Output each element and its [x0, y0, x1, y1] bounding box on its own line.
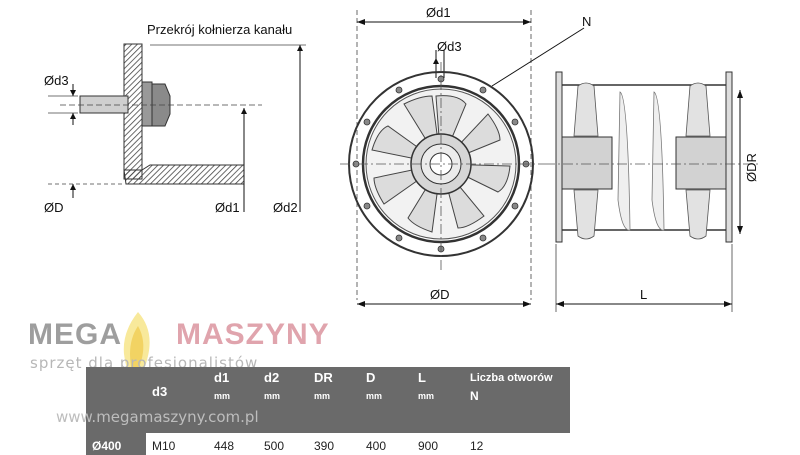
label-d1-left: Ød1 [215, 200, 240, 215]
watermark-url: www.megamaszyny.com.pl [56, 408, 259, 426]
spec-header-d3: d3 [146, 367, 208, 433]
logo-mega: MEGA [28, 318, 122, 351]
motor-right [675, 136, 727, 190]
bolt-head [141, 81, 153, 127]
label-D-left: ØD [44, 200, 64, 215]
label-N: N [582, 14, 591, 29]
label-d1-top: Ød1 [426, 5, 451, 20]
spec-cell-d3: M10 [152, 439, 176, 453]
side-flange-left [555, 71, 563, 243]
spec-table-row: Ø400 M10 448 500 390 400 900 12 [86, 433, 570, 455]
motor-left [561, 136, 613, 190]
front-view: Ød1 Ød3 N [340, 5, 591, 307]
label-d3-left: Ød3 [44, 73, 69, 88]
spec-cell-L: 900 [418, 439, 439, 453]
label-L: L [640, 287, 647, 302]
spec-cell-holes: 12 [470, 439, 484, 453]
spec-cell-d2: 500 [264, 439, 285, 453]
side-blades-left [573, 82, 599, 240]
spec-cell-d1: 448 [214, 439, 235, 453]
side-blades-middle [617, 91, 665, 231]
spec-cell-model: Ø400 [86, 433, 146, 455]
flange-section-view: Przekrój kołnierza kanału Ød3 ØD Ød1 Ød2 [44, 22, 306, 215]
side-flange-right [725, 71, 733, 243]
label-d3-top: Ød3 [437, 39, 462, 54]
label-DR: ØDR [744, 153, 759, 182]
side-view: ØDR L [545, 71, 760, 312]
spec-cell-D: 400 [366, 439, 387, 453]
side-blades-right [685, 82, 711, 240]
spec-header-blank [86, 367, 146, 433]
label-D-bottom: ØD [430, 287, 450, 302]
bolt-shank [79, 95, 129, 114]
logo-maszyny: MASZYNY [176, 318, 330, 351]
section-title: Przekrój kołnierza kanału [147, 22, 292, 37]
spec-cell-DR: 390 [314, 439, 335, 453]
label-d2-left: Ød2 [273, 200, 298, 215]
